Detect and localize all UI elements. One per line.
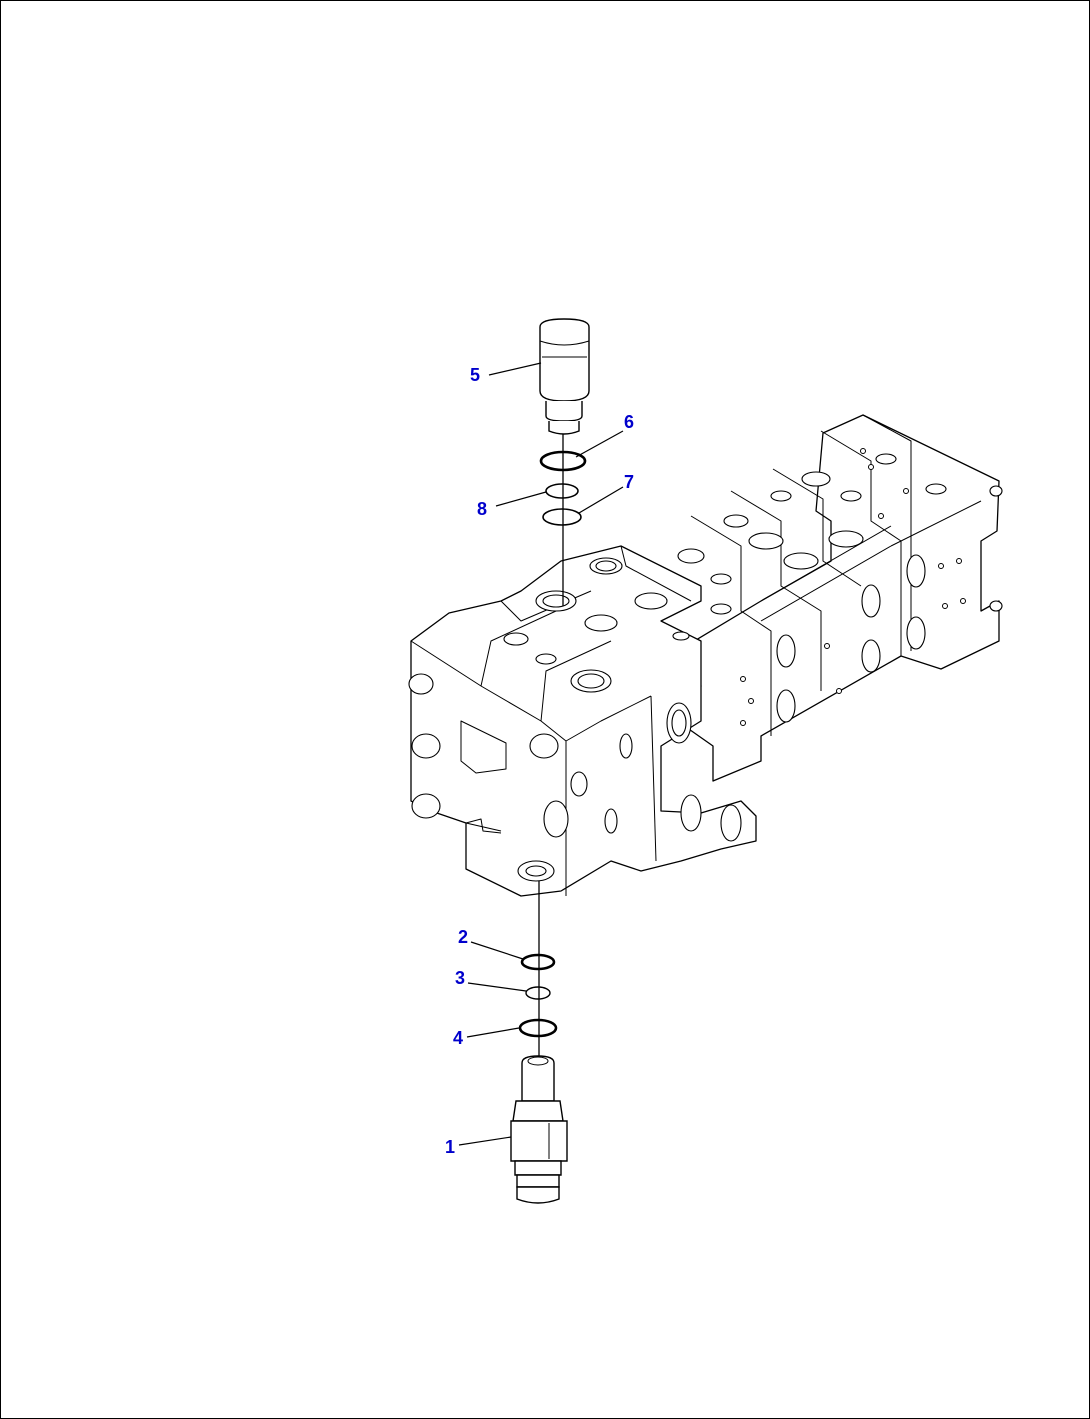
control-valve-body [408,414,1003,897]
valve-face-plug [460,720,507,774]
callout-3: 3 [455,968,465,988]
callout-5: 5 [470,365,480,385]
part-4-o-ring [518,1018,558,1038]
valve-side-ports [408,485,1003,882]
callout-8: 8 [477,499,487,519]
callout-6: 6 [624,412,634,432]
part-8-backup-ring [545,483,579,499]
valve-bolt-holes [740,448,966,726]
valve-section-stack [655,414,1000,782]
callout-4: 4 [453,1028,463,1048]
valve-front-section [410,545,757,897]
callout-7: 7 [624,472,634,492]
valve-ports [503,453,947,693]
valve-face-plug-2 [465,818,502,834]
part-5-valve-cap [539,318,590,435]
callout-labels: 5 6 8 7 2 3 4 1 [445,365,634,1157]
part-7-o-ring [542,508,582,526]
part-2-o-ring [520,953,556,971]
callout-1: 1 [445,1137,455,1157]
callout-2: 2 [458,927,468,947]
callout-leaders [458,362,624,1146]
part-3-backup-ring [525,986,551,1000]
part-1-relief-valve [510,1055,568,1204]
part-6-o-ring [539,450,587,472]
